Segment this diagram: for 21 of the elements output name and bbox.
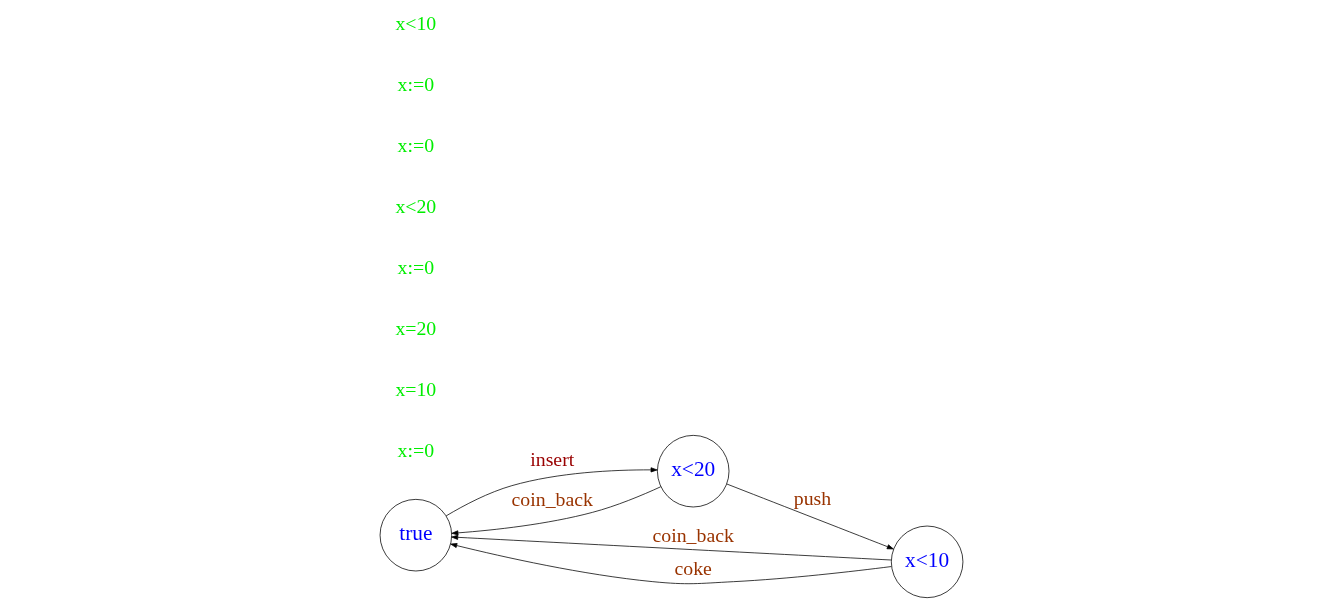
arrow <box>451 534 892 561</box>
arrow <box>445 467 658 517</box>
arrow <box>726 483 894 550</box>
label: x:=0 <box>397 438 435 461</box>
label: x<10 <box>395 12 437 35</box>
edge-label: insert <box>530 448 575 471</box>
label: x=20 <box>395 317 437 340</box>
label: x:=0 <box>397 256 435 279</box>
node-circle: x<20 <box>657 435 730 508</box>
edge-label: coke <box>674 557 712 580</box>
node-circle: true <box>379 499 453 572</box>
node-circle: x<10 <box>890 525 964 599</box>
label: x<20 <box>395 195 437 218</box>
label: x:=0 <box>397 134 435 157</box>
edge-label: push <box>793 487 832 510</box>
label: x:=0 <box>397 73 435 96</box>
arrow <box>451 486 662 536</box>
label: x=10 <box>395 377 437 400</box>
arrow <box>450 543 892 585</box>
edge-label: coin_back <box>652 523 734 546</box>
edge-label: coin_back <box>511 488 593 511</box>
